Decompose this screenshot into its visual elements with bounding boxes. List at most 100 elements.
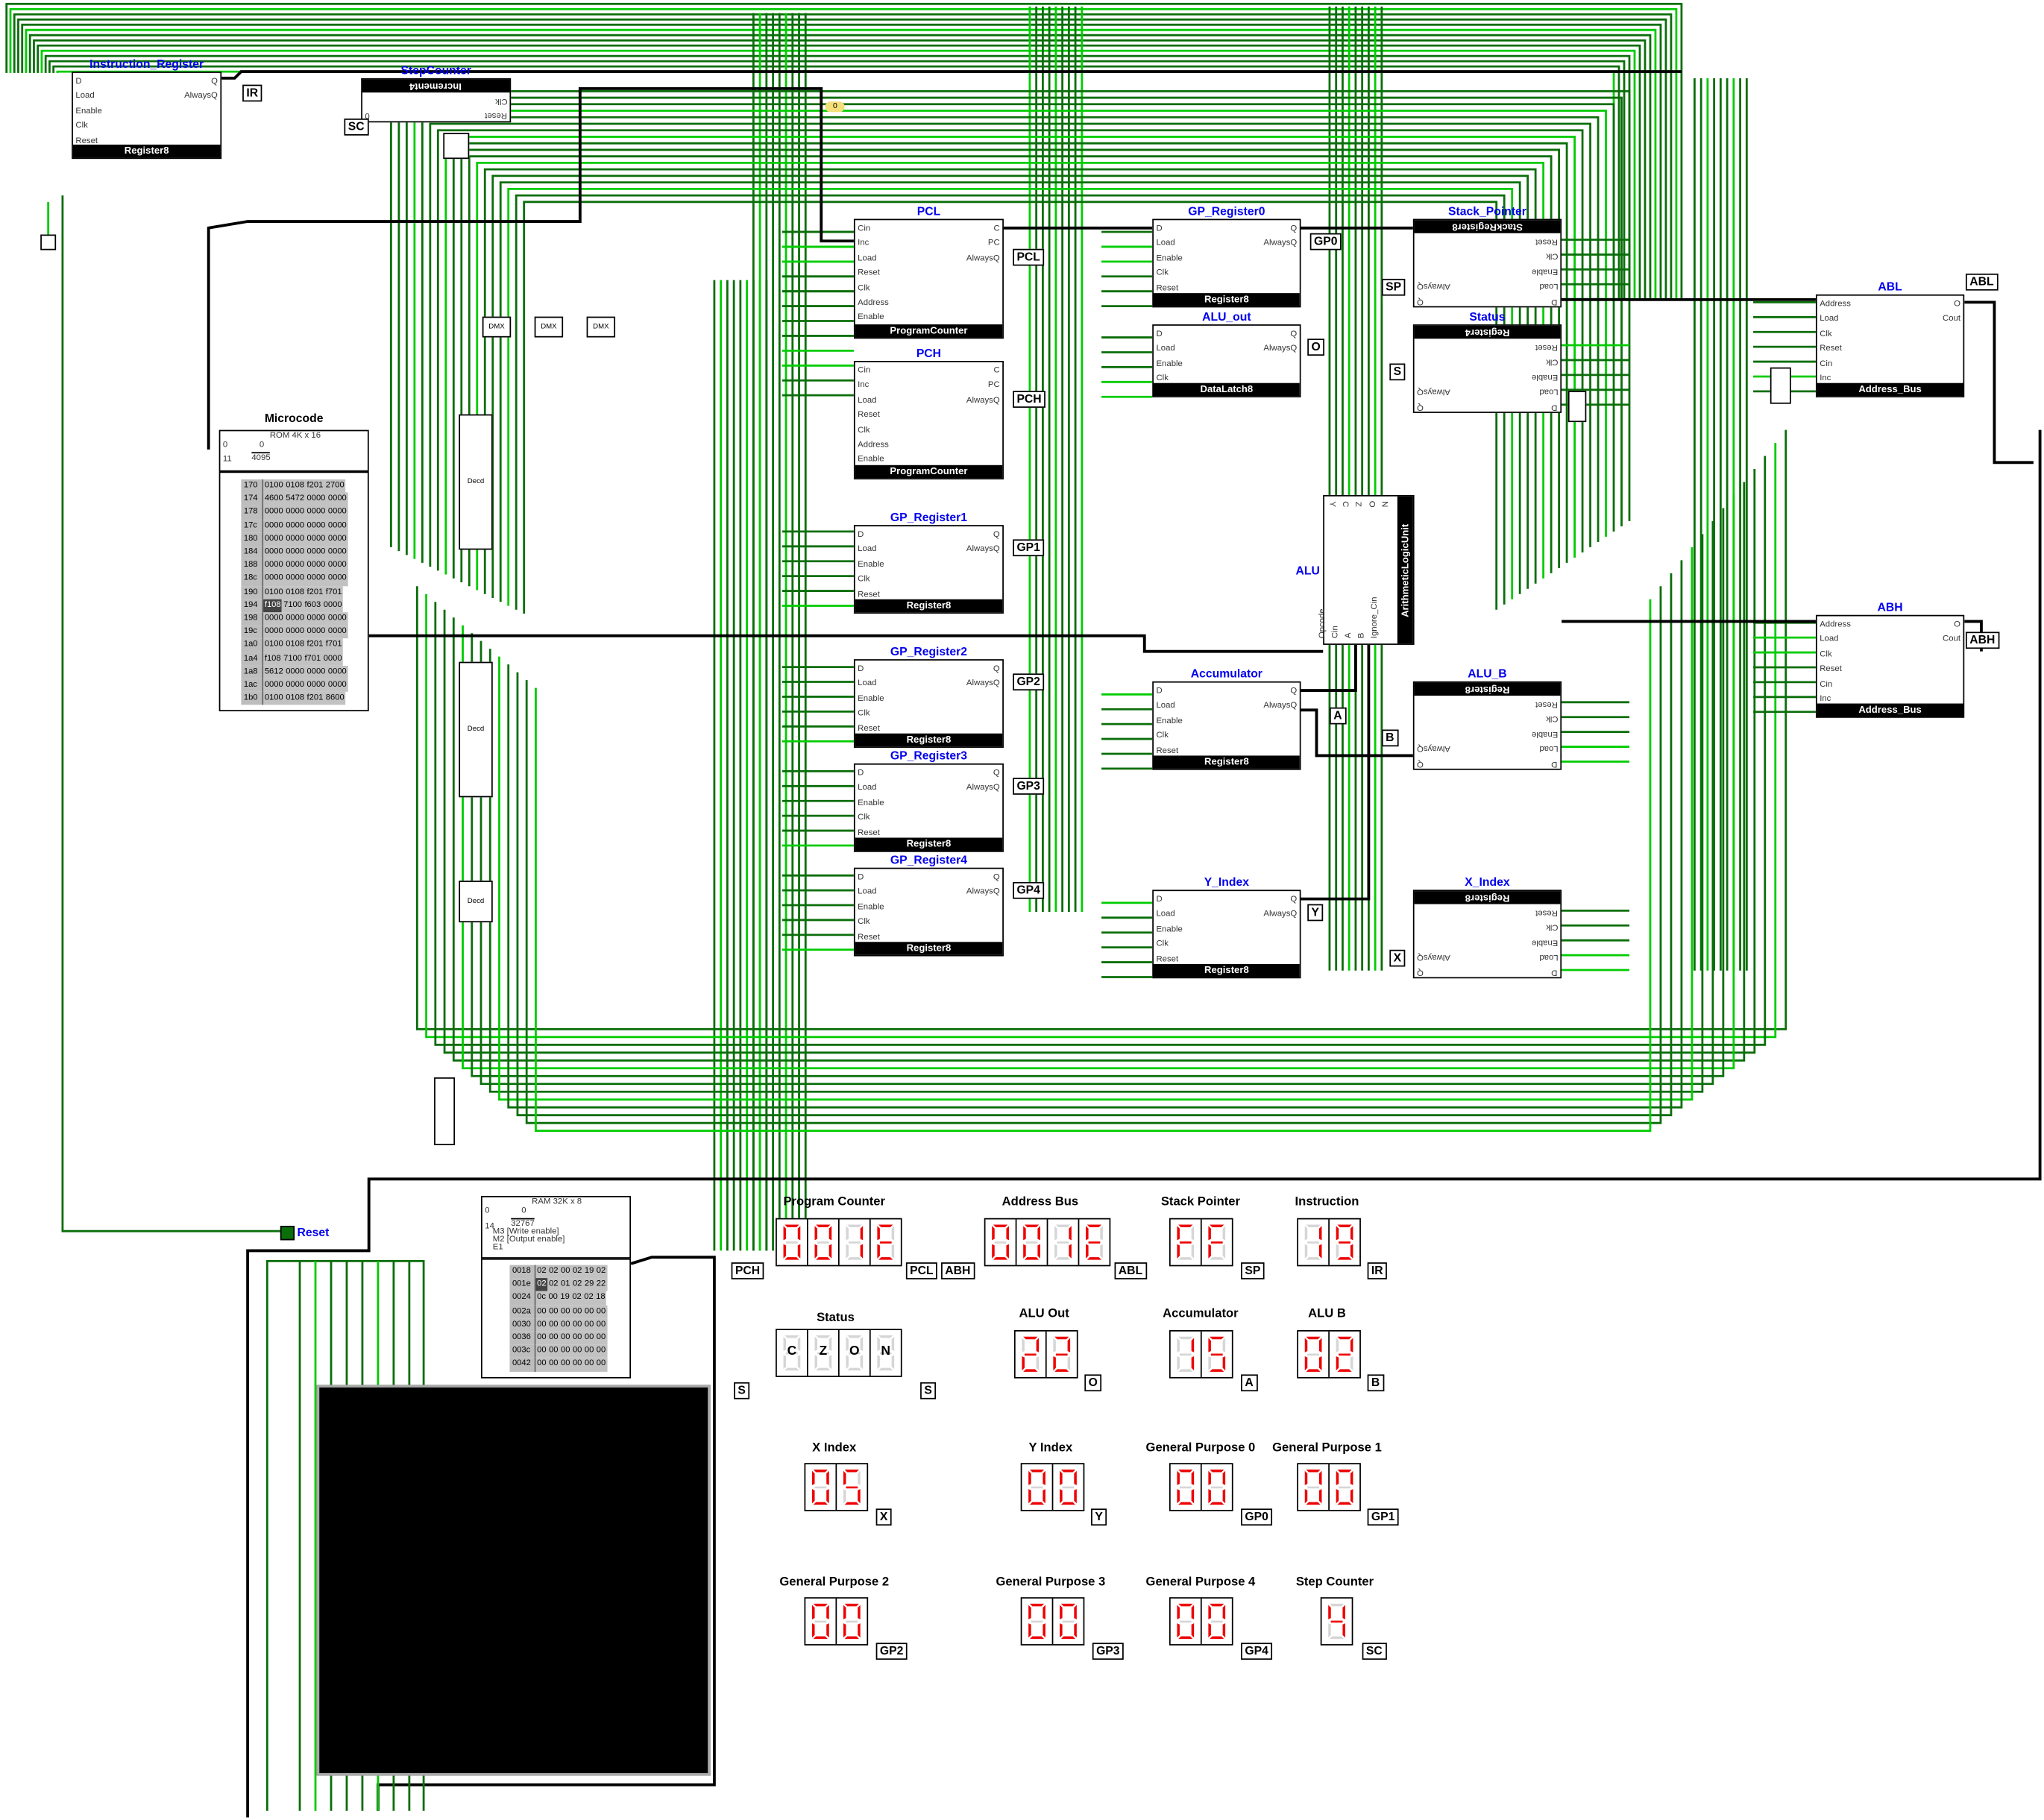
ram-byte[interactable]: 00 <box>537 1332 547 1342</box>
rom-word[interactable]: 0000 <box>327 520 347 530</box>
rom-word[interactable]: 0000 <box>264 520 283 530</box>
ram-byte[interactable]: 00 <box>584 1306 594 1316</box>
ram-byte[interactable]: 00 <box>584 1332 594 1342</box>
rom-word[interactable]: 0000 <box>286 534 305 544</box>
rom-word[interactable]: 0100 <box>264 693 283 703</box>
rom-word[interactable]: 0000 <box>306 573 326 583</box>
ram-byte[interactable]: 00 <box>596 1346 606 1355</box>
reset-button[interactable] <box>280 1226 295 1241</box>
rom-word[interactable]: f201 <box>306 640 324 649</box>
rom-word[interactable]: 7100 <box>283 600 302 610</box>
rom-word[interactable]: 0000 <box>306 626 326 637</box>
rom-word[interactable]: f201 <box>306 587 324 596</box>
rom-word[interactable]: 0000 <box>327 667 347 676</box>
rom-word[interactable]: 0000 <box>306 494 326 503</box>
ram-byte[interactable]: 02 <box>584 1293 594 1303</box>
rom-word[interactable]: 7100 <box>283 653 302 663</box>
rom-word[interactable]: 4600 <box>264 494 283 503</box>
ram-byte[interactable]: 00 <box>561 1319 570 1329</box>
rom-word[interactable]: 0000 <box>264 560 283 570</box>
rom-word[interactable]: 0108 <box>286 693 305 703</box>
ram-byte[interactable]: 00 <box>561 1306 570 1316</box>
ram-byte[interactable]: 00 <box>561 1359 570 1369</box>
rom-word[interactable]: 0000 <box>323 600 342 610</box>
ram-byte[interactable]: 00 <box>549 1359 559 1369</box>
ram-byte[interactable]: 19 <box>584 1266 594 1276</box>
rom-word[interactable]: 0000 <box>286 614 305 623</box>
rom-word[interactable]: 5472 <box>286 494 305 503</box>
rom-word[interactable]: 0000 <box>306 507 326 517</box>
ram-byte[interactable]: 00 <box>584 1359 594 1369</box>
ram-byte[interactable]: 00 <box>549 1332 559 1342</box>
ram-byte[interactable]: 0c <box>537 1293 546 1303</box>
ram-byte[interactable]: 00 <box>572 1359 582 1369</box>
ram-byte[interactable]: 00 <box>537 1306 547 1316</box>
rom-word[interactable]: 0000 <box>264 614 283 623</box>
rom-word[interactable]: 0000 <box>323 653 342 663</box>
ram-byte[interactable]: 19 <box>560 1293 570 1303</box>
ram-byte[interactable]: 00 <box>572 1319 582 1329</box>
rom-word[interactable]: f603 <box>304 600 321 610</box>
ram-byte[interactable]: 22 <box>596 1279 606 1289</box>
ram-byte[interactable]: 00 <box>572 1346 582 1355</box>
rom-word[interactable]: 0000 <box>327 560 347 570</box>
rom-word[interactable]: 0000 <box>306 520 326 530</box>
rom-word[interactable]: 0108 <box>286 640 305 649</box>
ram-byte[interactable]: 00 <box>572 1332 582 1342</box>
ram-byte[interactable]: 29 <box>584 1279 594 1289</box>
rom-word[interactable]: 0000 <box>306 614 326 623</box>
ram-byte[interactable]: 02 <box>596 1266 606 1276</box>
ram-byte[interactable]: 00 <box>549 1306 559 1316</box>
ram-byte[interactable]: 00 <box>584 1346 594 1355</box>
ram-byte[interactable]: 00 <box>572 1306 582 1316</box>
rom-word[interactable]: 0000 <box>286 507 305 517</box>
rom-word[interactable]: 0100 <box>264 587 283 596</box>
rom-word[interactable]: 0108 <box>286 587 305 596</box>
rom-word[interactable]: 0000 <box>286 547 305 557</box>
ram-byte[interactable]: 00 <box>596 1319 606 1329</box>
ram-byte[interactable]: 02 <box>549 1279 559 1289</box>
rom-word[interactable]: 0000 <box>327 494 347 503</box>
rom-word[interactable]: 0000 <box>264 534 283 544</box>
ram-byte[interactable]: 00 <box>561 1266 570 1276</box>
ram-byte[interactable]: 00 <box>537 1346 547 1355</box>
ram-byte[interactable]: 00 <box>561 1346 570 1355</box>
rom-word[interactable]: 0000 <box>286 626 305 637</box>
rom-word[interactable]: 0000 <box>286 680 305 690</box>
ram-byte[interactable]: 00 <box>548 1293 558 1303</box>
rom-word[interactable]: 8600 <box>325 693 345 703</box>
ram-byte[interactable]: 00 <box>549 1319 559 1329</box>
rom-word[interactable]: 0000 <box>327 507 347 517</box>
ram-byte[interactable]: 00 <box>584 1319 594 1329</box>
rom-word[interactable]: f701 <box>304 653 321 663</box>
rom-word[interactable]: 0000 <box>306 680 326 690</box>
rom-word[interactable]: 0000 <box>286 560 305 570</box>
ram-byte[interactable]: 02 <box>535 1278 548 1292</box>
rom-word[interactable]: 5612 <box>264 667 283 676</box>
ram-byte[interactable]: 02 <box>572 1293 582 1303</box>
ram-byte[interactable]: 00 <box>561 1332 570 1342</box>
rom-word[interactable]: 0000 <box>264 626 283 637</box>
ram-byte[interactable]: 02 <box>572 1266 582 1276</box>
rom-word[interactable]: 0000 <box>264 547 283 557</box>
rom-word[interactable]: 0000 <box>264 573 283 583</box>
rom-word[interactable]: 2700 <box>325 480 345 490</box>
ram-byte[interactable]: 02 <box>572 1279 582 1289</box>
